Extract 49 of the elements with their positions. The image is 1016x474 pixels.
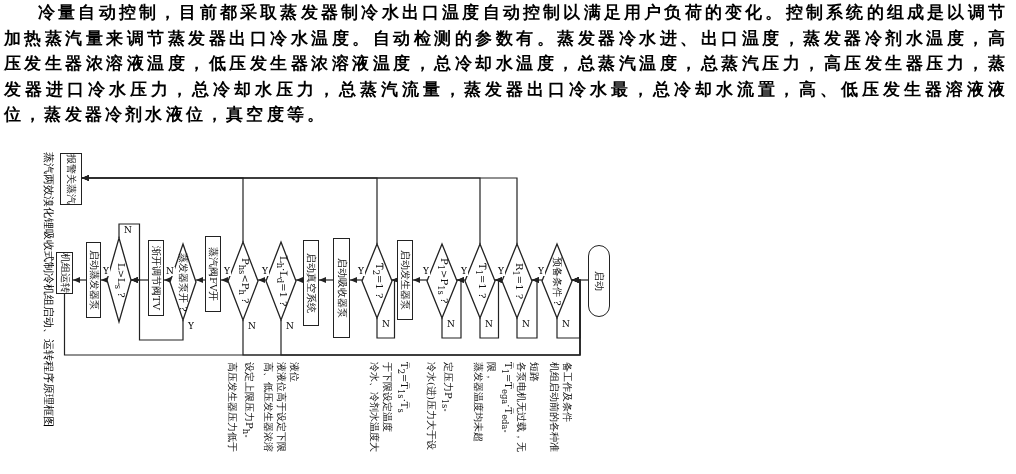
edge-label: N [123, 226, 133, 235]
figure-caption: 蒸汽两效溴化锂吸收式制冷机组启动、运转程序原理框图 [42, 152, 54, 429]
connector-arrow [220, 277, 229, 283]
note-text: 机组启动前的各种准备工作及条件 [548, 362, 574, 454]
edge-label: N [561, 320, 571, 329]
edge-label: N [165, 267, 175, 276]
connector-arrow [81, 175, 244, 243]
paragraph-text: 冷量自动控制，目前都采取蒸发器制冷水出口温度自动控制以满足用户负荷的变化。控制系统的组成是以调节加热蒸汽量来调节蒸发器出口冷水温度。自动检测的参数有。蒸发器冷水进、出口温度，蒸发器冷剂水温度，高压发生器浓溶液温度，低压发生器浓溶液温度，总冷却水温度，总蒸汽温度，总蒸汽压力，高压发生器压力，蒸发器进口冷水压力，总冷却水压力，总蒸汽流量，蒸发器出口冷水最，总冷却水流置，高、低压发生器溶液液位，蒸发器冷剂水液位，真空度等。 [4, 1, 1008, 126]
edge-label: Y [102, 267, 110, 276]
note-text: 各泵电机无过载，无短路 [515, 362, 541, 454]
connector-arrow [63, 277, 581, 356]
terminal-box: 启动 [588, 245, 610, 317]
edge-label: Y [223, 267, 231, 276]
connector-arrow [163, 277, 171, 283]
edge-label: N [521, 320, 531, 329]
connector-arrow [195, 277, 206, 283]
edge-label: Y [460, 267, 468, 276]
edge-label: N [381, 320, 391, 329]
process-box: 渐开调节阀TV [148, 240, 164, 316]
process-box: 机组运转 [56, 252, 73, 294]
edge-label: N [285, 322, 295, 331]
edge-label: N [247, 322, 257, 331]
connector-arrow [318, 277, 334, 283]
alarm-box: 报警关蒸汽 [60, 153, 82, 205]
connector-arrow [376, 277, 399, 339]
process-box: 启动吸收器泵 [333, 238, 350, 338]
connector-arrow [118, 223, 141, 283]
process-box: 启动发生器泵 [397, 240, 413, 320]
edge-label: Y [537, 267, 545, 276]
connector-arrow [516, 277, 539, 339]
connector-arrow [72, 277, 87, 283]
edge-label: Y [261, 267, 269, 276]
connector-arrow [295, 277, 304, 283]
connector-arrow [257, 277, 267, 283]
process-box: 启动蒸发器泵 [86, 242, 101, 318]
edge-label: Y [357, 267, 365, 276]
edge-label: Y [422, 267, 430, 276]
edge-label: Y [497, 267, 505, 276]
connector-arrow [349, 277, 363, 283]
connector-arrow [479, 277, 502, 339]
process-box: 蒸汽阀FV开 [205, 236, 221, 312]
connector-arrow [441, 277, 464, 339]
process-box: 启动真空系统 [303, 240, 319, 326]
connector-arrow [412, 277, 428, 283]
note-text: 高、低压发生器浓溶液液位高于设定下限液位 [262, 362, 301, 454]
edge-label: N [484, 320, 494, 329]
edge-label: N [446, 320, 456, 329]
edge-label: Y [187, 322, 195, 331]
connector-arrow [100, 277, 108, 283]
